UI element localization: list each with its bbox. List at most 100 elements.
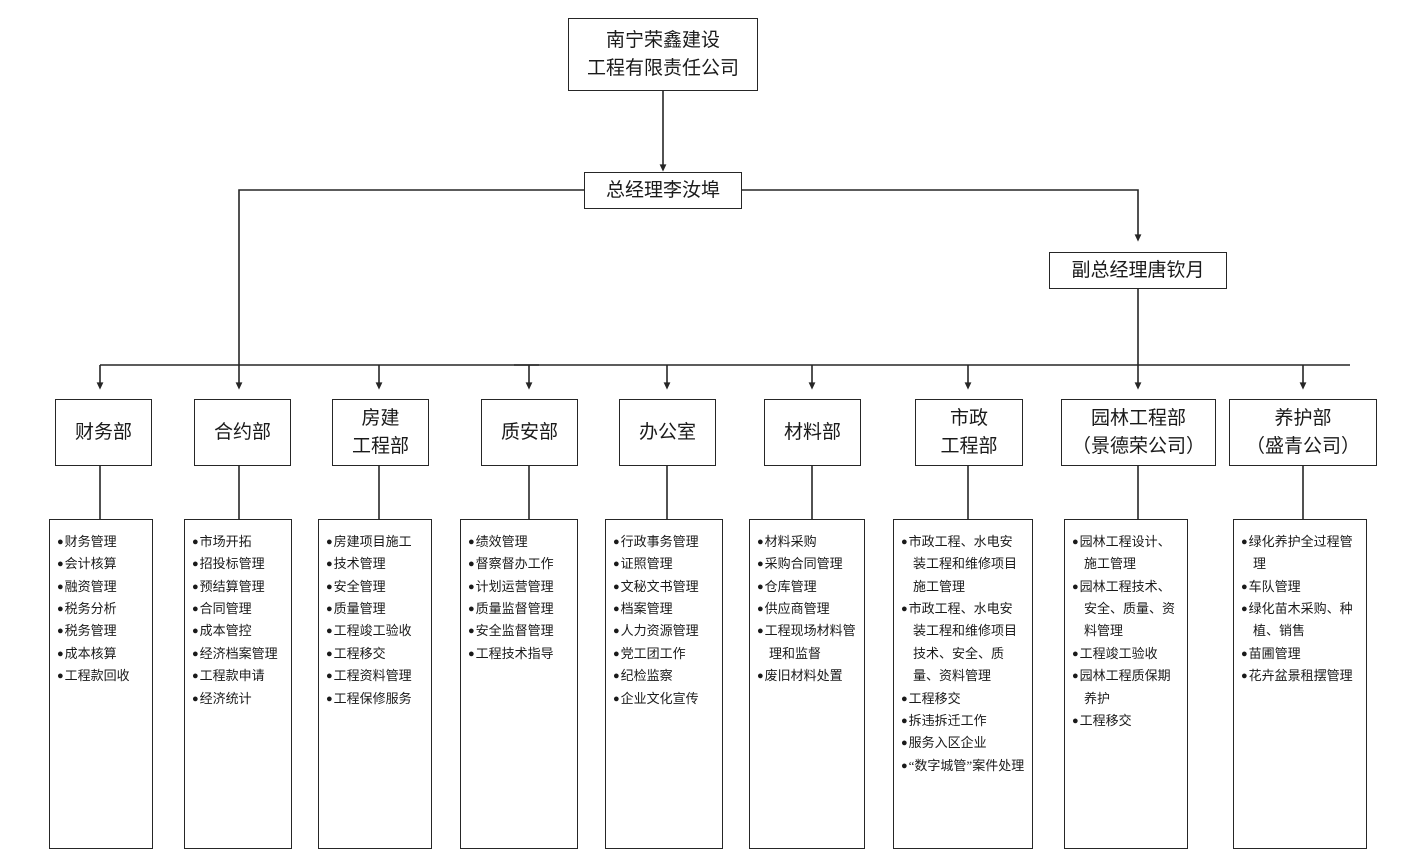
- bullet-icon: ●: [901, 759, 908, 772]
- duty-item: ●工程保修服务: [326, 688, 424, 710]
- duty-item: ●工程款申请: [192, 665, 284, 687]
- node-department-material[interactable]: 材料部: [764, 399, 861, 466]
- duty-item: ●工程现场材料管理和监督: [757, 620, 857, 665]
- bullet-icon: ●: [1241, 670, 1248, 683]
- duty-item-label: 材料采购: [764, 534, 817, 549]
- bullet-icon: ●: [901, 536, 908, 548]
- duty-item-label: 安全管理: [333, 578, 386, 594]
- bullet-icon: ●: [468, 625, 475, 638]
- bullet-icon: ●: [613, 670, 620, 683]
- duty-item-label: 质量管理: [333, 601, 386, 617]
- duty-item: ●人力资源管理: [613, 620, 715, 642]
- duty-item-label: 预结算管理: [199, 578, 265, 594]
- bullet-icon: ●: [468, 536, 475, 548]
- duty-item: ●税务管理: [57, 620, 145, 642]
- bullet-icon: ●: [326, 580, 333, 593]
- node-department-landscape-engineering[interactable]: 园林工程部 （景德荣公司）: [1061, 399, 1216, 466]
- duty-item-label: 工程款回收: [64, 668, 130, 684]
- bullet-icon: ●: [613, 558, 620, 571]
- node-general-manager-label: 总经理李汝埠: [605, 179, 720, 201]
- duty-item: ●行政事务管理: [613, 531, 715, 553]
- duty-item-label: 园林工程设计、施工管理: [1079, 534, 1171, 572]
- duty-item-label: 质量监督管理: [475, 601, 554, 617]
- node-department-housing-engineering[interactable]: 房建 工程部: [332, 399, 429, 466]
- duty-item-label: 市场开拓: [199, 534, 252, 549]
- duty-item-label: 纪检监察: [620, 668, 673, 684]
- duty-item-label: 经济统计: [199, 690, 252, 706]
- node-department-municipal-engineering[interactable]: 市政 工程部: [915, 399, 1023, 466]
- duty-item-label: 安全监督管理: [475, 623, 554, 639]
- duty-item: ●技术管理: [326, 553, 424, 575]
- node-department-office[interactable]: 办公室: [619, 399, 716, 466]
- duty-item: ●经济统计: [192, 688, 284, 710]
- node-department-finance[interactable]: 财务部: [55, 399, 152, 466]
- duty-item: ●招投标管理: [192, 553, 284, 575]
- bullet-icon: ●: [613, 603, 620, 616]
- bullet-icon: ●: [901, 603, 908, 616]
- duty-item-label: 企业文化宣传: [620, 690, 699, 706]
- duty-item-label: 技术管理: [333, 556, 386, 572]
- duty-item: ●安全监督管理: [468, 620, 570, 642]
- node-department-quality-safety[interactable]: 质安部: [481, 399, 578, 466]
- duty-item: ●市场开拓: [192, 531, 284, 553]
- duty-item: ●纪检监察: [613, 665, 715, 687]
- duty-item-label: 行政事务管理: [620, 534, 699, 549]
- duty-item: ●会计核算: [57, 553, 145, 575]
- bullet-icon: ●: [192, 625, 199, 638]
- duty-item: ●成本核算: [57, 643, 145, 665]
- duty-item-label: 计划运营管理: [475, 578, 554, 594]
- duty-item-label: 工程移交: [1079, 712, 1132, 728]
- duty-item-label: 招投标管理: [199, 556, 265, 572]
- duty-item: ●预结算管理: [192, 576, 284, 598]
- bullet-icon: ●: [192, 647, 199, 660]
- department-label: 市政 工程部: [940, 407, 998, 457]
- duty-item: ●督察督办工作: [468, 553, 570, 575]
- duty-item-label: 会计核算: [64, 556, 117, 572]
- duty-item-label: 融资管理: [64, 578, 117, 594]
- duty-item: ●税务分析: [57, 598, 145, 620]
- bullet-icon: ●: [192, 580, 199, 593]
- duty-item: ●材料采购: [757, 531, 857, 553]
- node-department-contract[interactable]: 合约部: [194, 399, 291, 466]
- duty-item-label: 仓库管理: [764, 578, 817, 594]
- duty-item: ●服务入区企业: [901, 732, 1025, 754]
- bullet-icon: ●: [468, 580, 475, 593]
- bullet-icon: ●: [326, 692, 333, 705]
- duty-item: ●工程竣工验收: [1072, 643, 1180, 665]
- duty-item-label: 工程移交: [333, 645, 386, 661]
- duty-item-label: 拆违拆迁工作: [908, 712, 987, 728]
- duty-item: ●市政工程、水电安装工程和维修项目技术、安全、质量、资料管理: [901, 598, 1025, 687]
- duties-box-finance: ●财务管理●会计核算●融资管理●税务分析●税务管理●成本核算●工程款回收: [49, 519, 153, 849]
- duty-item: ●财务管理: [57, 531, 145, 553]
- node-department-maintenance[interactable]: 养护部 （盛青公司）: [1229, 399, 1377, 466]
- duty-item-label: 采购合同管理: [764, 556, 843, 572]
- node-company[interactable]: 南宁荣鑫建设 工程有限责任公司: [568, 18, 758, 91]
- duty-item-label: 经济档案管理: [199, 645, 278, 661]
- duty-item-label: 工程资料管理: [333, 668, 412, 684]
- duty-item-label: 房建项目施工: [333, 534, 412, 549]
- department-label: 质安部: [500, 421, 558, 443]
- duty-item: ●党工团工作: [613, 643, 715, 665]
- duties-box-maintenance: ●绿化养护全过程管理●车队管理●绿化苗木采购、种植、销售●苗圃管理●花卉盆景租摆…: [1233, 519, 1367, 849]
- bullet-icon: ●: [901, 737, 908, 750]
- bullet-icon: ●: [757, 670, 764, 683]
- duty-item: ●成本管控: [192, 620, 284, 642]
- bullet-icon: ●: [326, 670, 333, 683]
- bullet-icon: ●: [326, 536, 333, 548]
- duties-box-office: ●行政事务管理●证照管理●文秘文书管理●档案管理●人力资源管理●党工团工作●纪检…: [605, 519, 723, 849]
- duty-item-label: 督察督办工作: [475, 556, 554, 572]
- bullet-icon: ●: [1241, 603, 1248, 616]
- node-general-manager[interactable]: 总经理李汝埠: [584, 172, 742, 209]
- bullet-icon: ●: [57, 647, 64, 660]
- duty-item: ●仓库管理: [757, 576, 857, 598]
- duty-item-label: 工程现场材料管理和监督: [764, 623, 856, 661]
- bullet-icon: ●: [326, 625, 333, 638]
- duty-item-label: 废旧材料处置: [764, 668, 843, 684]
- node-vice-general-manager[interactable]: 副总经理唐钦月: [1049, 252, 1227, 289]
- bullet-icon: ●: [901, 692, 908, 705]
- bullet-icon: ●: [192, 536, 199, 548]
- bullet-icon: ●: [57, 603, 64, 616]
- duty-item-label: 人力资源管理: [620, 623, 699, 639]
- bullet-icon: ●: [1072, 714, 1079, 727]
